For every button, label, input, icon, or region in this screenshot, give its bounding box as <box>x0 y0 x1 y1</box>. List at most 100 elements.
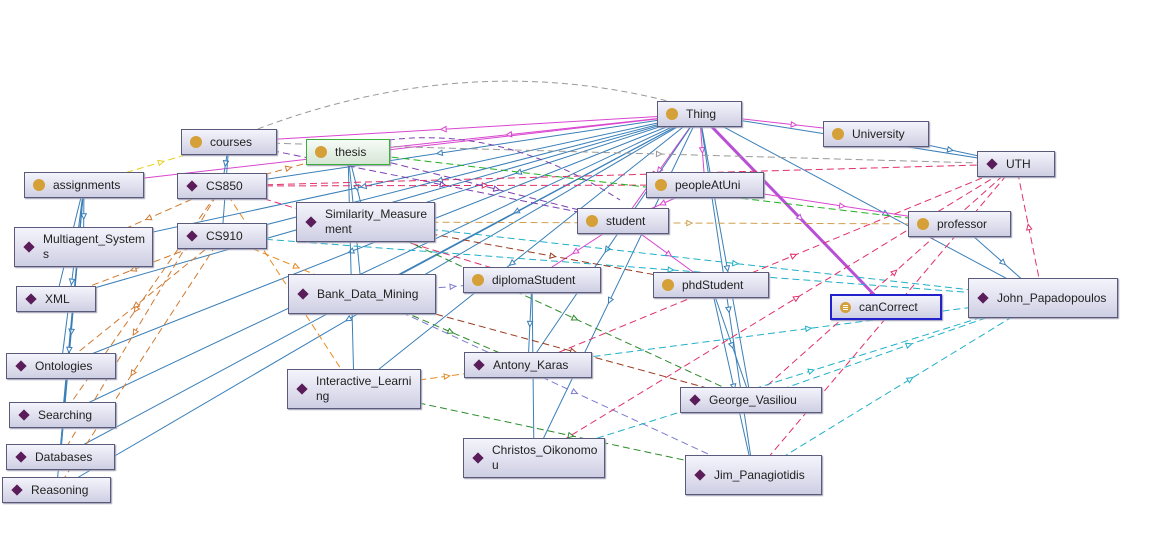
node-label: diplomaStudent <box>492 272 576 287</box>
node-phd[interactable]: phdStudent <box>653 272 769 298</box>
individual-icon <box>23 241 35 253</box>
edge-arrow-cs910-ontologies <box>132 301 141 309</box>
individual-icon <box>694 469 706 481</box>
node-christos[interactable]: Christos_Oikonomou <box>463 438 605 478</box>
edge-arrow-thing-reasoning <box>344 314 353 322</box>
edge-arrow-cs850-multiagent <box>144 214 153 221</box>
edge-arrow-john-uth <box>1025 223 1033 231</box>
edge-arrow-assignments-databases <box>68 328 75 336</box>
node-label: assignments <box>53 177 121 192</box>
node-john[interactable]: John_Papadopoulos <box>968 278 1118 318</box>
edge-arrow-cs850-thesis <box>284 165 293 173</box>
edge-thing-george <box>699 113 752 401</box>
node-similarity[interactable]: Similarity_Measurement <box>296 202 435 242</box>
class-icon <box>472 274 484 286</box>
edge-arrow-bank-jim <box>570 387 579 395</box>
node-label: George_Vasiliou <box>709 392 797 407</box>
edge-thing-antony <box>527 113 700 366</box>
individual-icon <box>977 292 989 304</box>
node-thing[interactable]: Thing <box>657 101 742 127</box>
edge-arrow-student-diploma <box>571 247 580 255</box>
node-reasoning[interactable]: Reasoning <box>2 477 111 503</box>
node-label: UTH <box>1006 156 1031 171</box>
node-student[interactable]: student <box>577 208 669 234</box>
edge-arrow-cs850-databases <box>132 328 140 337</box>
node-interactive[interactable]: Interactive_Learning <box>287 369 421 409</box>
node-thesis[interactable]: thesis <box>306 139 390 165</box>
node-ontologies[interactable]: Ontologies <box>6 353 116 379</box>
node-peopleAtUni[interactable]: peopleAtUni <box>646 172 764 198</box>
node-label: CS850 <box>206 178 243 193</box>
node-label: Searching <box>38 407 93 422</box>
node-bank[interactable]: Bank_Data_Mining <box>288 274 436 314</box>
edge-thing-searching <box>62 113 700 416</box>
node-antony[interactable]: Antony_Karas <box>464 352 592 378</box>
edge-john-uth <box>1015 163 1044 299</box>
individual-icon <box>15 360 27 372</box>
edge-arrow-jim-john <box>905 377 914 384</box>
node-label: Bank_Data_Mining <box>317 286 419 301</box>
class-icon <box>655 179 667 191</box>
individual-icon <box>689 394 701 406</box>
class-icon <box>662 279 674 291</box>
node-assignments[interactable]: assignments <box>24 172 144 198</box>
class-icon <box>315 146 327 158</box>
edge-arrow-university-uth <box>946 145 955 153</box>
edge-arrow-interactive-antony <box>443 373 451 380</box>
node-professor[interactable]: professor <box>908 211 1011 237</box>
edge-arrow-similarity-phd <box>549 252 557 259</box>
edge-bank-jim <box>361 293 754 476</box>
node-jim[interactable]: Jim_Panagiotidis <box>685 455 822 495</box>
edge-cs910-john <box>221 235 1044 299</box>
edge-cs850-diploma <box>221 185 533 281</box>
node-label: phdStudent <box>682 277 744 292</box>
edge-arrow-thing-courses <box>439 125 447 133</box>
node-cancorrect[interactable]: canCorrect <box>830 294 942 320</box>
edge-arrow-cs910-john <box>667 266 675 274</box>
node-xml[interactable]: XML <box>16 286 96 312</box>
node-label: XML <box>45 291 70 306</box>
edge-thing-christos <box>533 113 700 459</box>
edge-jim-john <box>753 297 1044 476</box>
edge-thing-john <box>699 113 1044 299</box>
node-label: Multiagent_Systems <box>43 232 146 261</box>
node-databases[interactable]: Databases <box>6 444 115 470</box>
node-cs850[interactable]: CS850 <box>177 173 267 199</box>
node-courses[interactable]: courses <box>181 129 277 155</box>
edge-arrow-interactive-jim <box>567 431 575 439</box>
edge-thing-cancorrect <box>698 112 888 309</box>
class-icon <box>917 218 929 230</box>
edge-arrow-thing-christos <box>607 296 615 305</box>
edge-arrow-similarity-john <box>731 259 740 267</box>
edge-similarity-george <box>365 221 752 401</box>
edge-arrow-thing-peopleAtUni <box>698 146 706 155</box>
edge-bank-antony <box>361 293 529 366</box>
node-label: Reasoning <box>31 482 89 497</box>
edge-arrow-christos-uth <box>792 295 801 303</box>
node-label: CS910 <box>206 228 243 243</box>
class-icon <box>832 128 844 140</box>
node-label: Databases <box>35 449 93 464</box>
node-uth[interactable]: UTH <box>977 151 1055 177</box>
edge-arrow-george-uth <box>890 269 898 277</box>
edge-arrow-thing-cancorrect <box>795 213 803 221</box>
edge-cs850-databases <box>60 185 223 458</box>
node-george[interactable]: George_Vasiliou <box>680 387 822 413</box>
individual-icon <box>25 293 37 305</box>
node-label: John_Papadopoulos <box>997 290 1107 305</box>
edge-cs850-uth <box>221 163 1017 187</box>
node-searching[interactable]: Searching <box>9 402 116 428</box>
edge-arrow-professor-john <box>998 258 1007 266</box>
edge-arrow-thing-jim <box>724 306 732 314</box>
node-cs910[interactable]: CS910 <box>177 223 267 249</box>
thesis-arc-edge <box>339 137 621 201</box>
edge-phd-jim <box>710 284 754 476</box>
node-university[interactable]: University <box>823 121 929 147</box>
node-label: Christos_Oikonomou <box>492 443 598 472</box>
node-diploma[interactable]: diplomaStudent <box>463 267 601 293</box>
edge-cs850-peopleAtUni <box>221 184 706 187</box>
edge-courses-student <box>228 141 624 222</box>
node-multiagent[interactable]: Multiagent_Systems <box>14 227 153 267</box>
edge-cs910-ontologies <box>60 235 223 367</box>
edge-thing-cs850 <box>221 113 700 187</box>
